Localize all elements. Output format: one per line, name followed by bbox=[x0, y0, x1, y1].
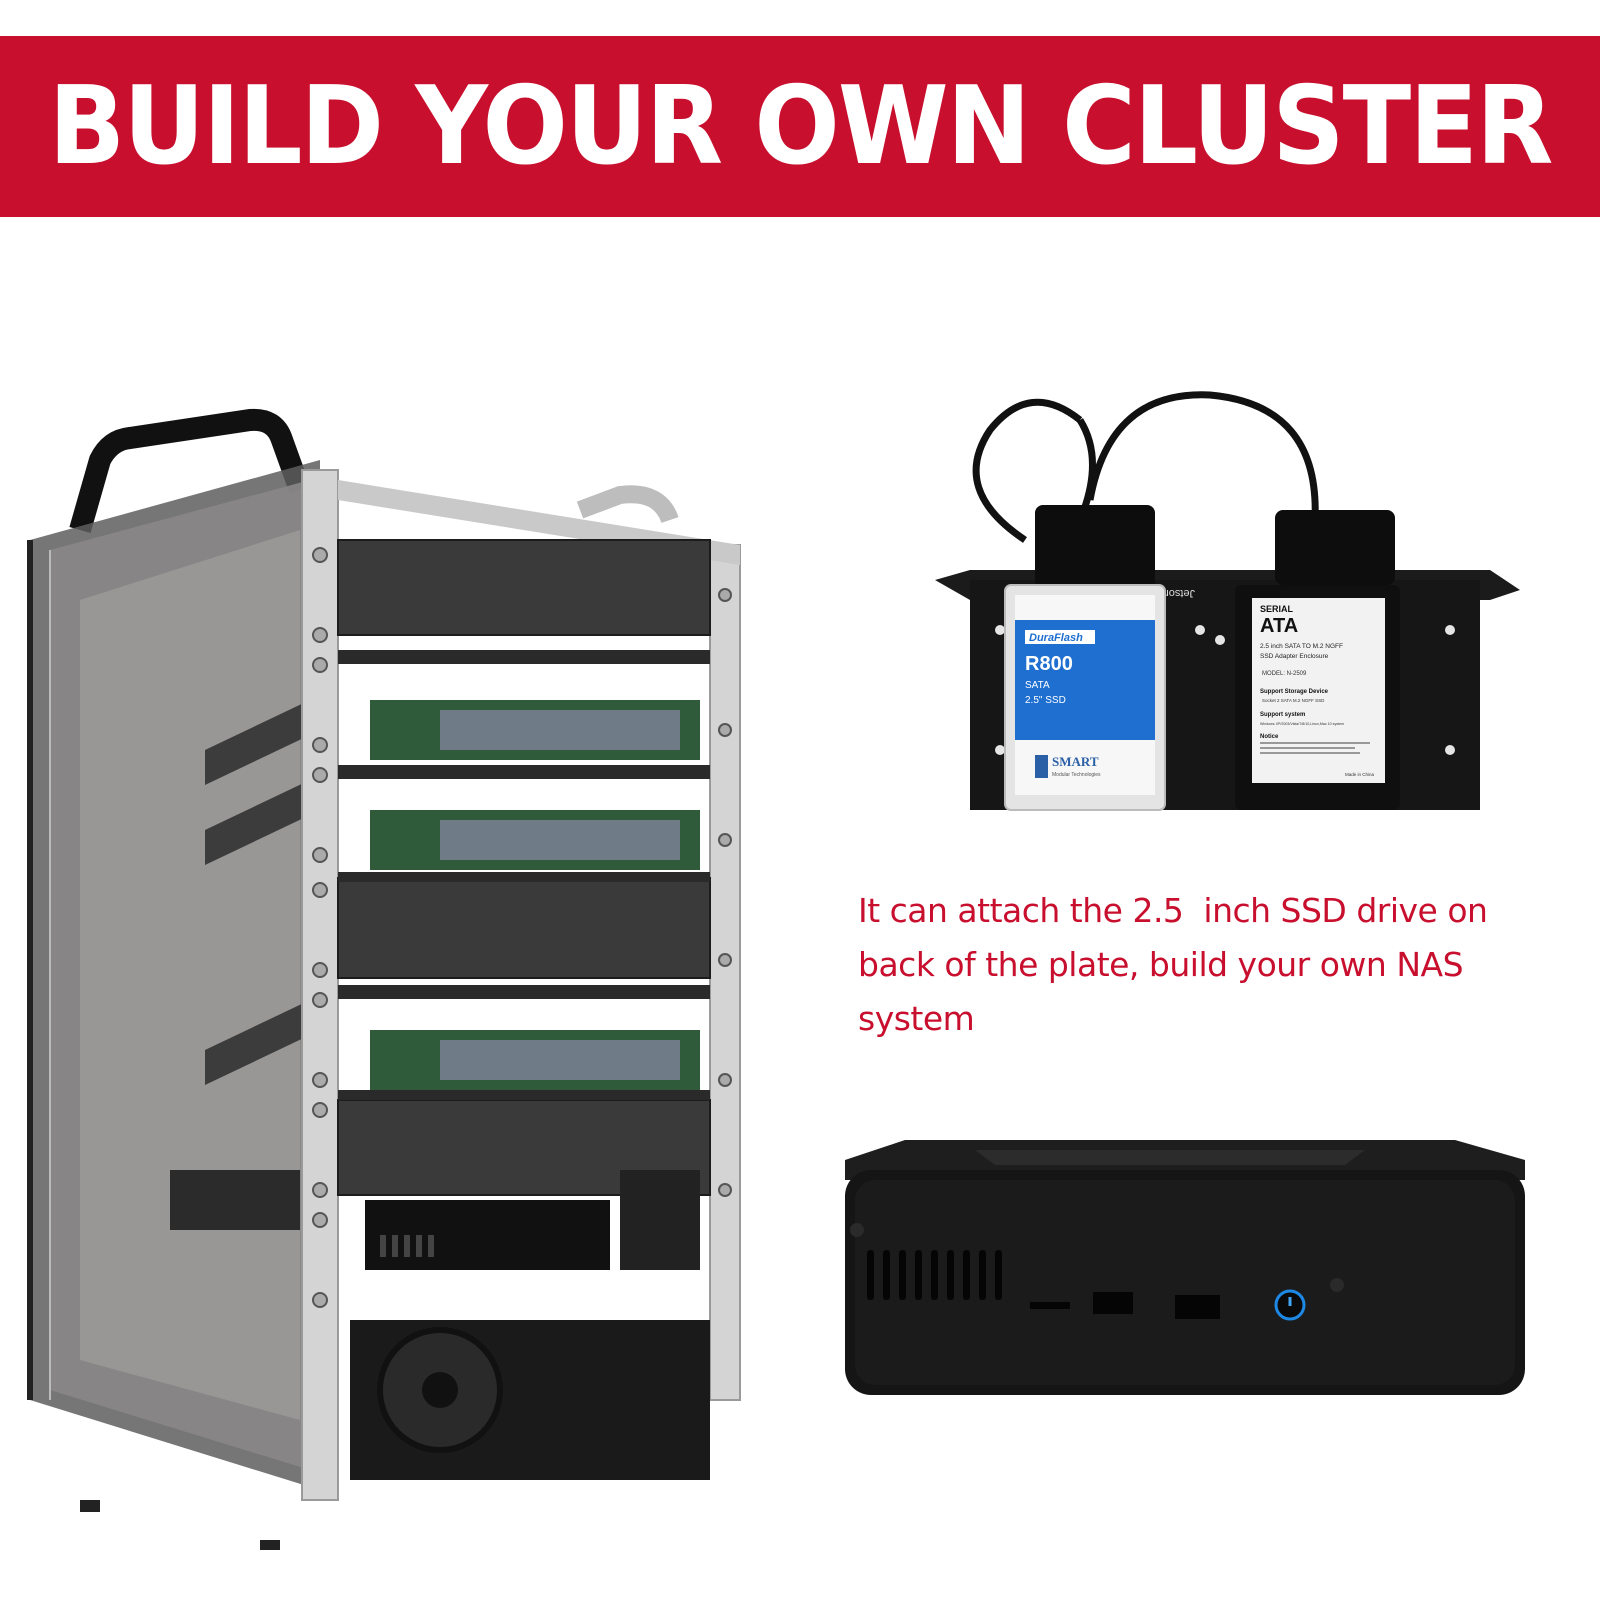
enclosure-support-system-detail: Windows XP/2003/Vista/7/8/10,Linux,Mac 1… bbox=[1260, 722, 1344, 726]
enclosure-header: SERIAL bbox=[1260, 604, 1294, 614]
ssd-maker: SMART bbox=[1052, 754, 1099, 769]
banner-title: BUILD YOUR OWN CLUSTER bbox=[48, 64, 1554, 189]
enclosure-model: MODEL: N-2509 bbox=[1262, 671, 1307, 677]
smart-logo-icon bbox=[1035, 755, 1048, 778]
usb-port bbox=[1175, 1295, 1220, 1319]
enclosure-notice: Notice bbox=[1260, 734, 1279, 740]
ssd-interface: SATA bbox=[1025, 680, 1050, 691]
enclosure-line2: SSD Adapter Enclosure bbox=[1260, 653, 1329, 660]
sd-slot bbox=[1030, 1302, 1070, 1309]
enclosure-origin: Made in China bbox=[1345, 772, 1375, 777]
ssd-plate-image: Jetson Na DuraFlash R800 SATA 2.5" SSD S… bbox=[935, 391, 1520, 811]
caption-line: back of the plate, build your own NAS bbox=[858, 945, 1464, 984]
enclosure-support-device-detail: Socket 2 SATA M.2 NGFF SSD bbox=[1262, 698, 1325, 703]
ssd-maker-sub: Modular Technologies bbox=[1052, 772, 1101, 778]
ssd-brand: DuraFlash bbox=[1029, 632, 1083, 644]
nas-caption: It can attach the 2.5 inch SSD drive on … bbox=[858, 884, 1578, 1046]
enclosure-logo: ATA bbox=[1260, 615, 1298, 637]
caption-line: It can attach the 2.5 inch SSD drive on bbox=[858, 891, 1488, 930]
title-banner: BUILD YOUR OWN CLUSTER bbox=[0, 36, 1600, 217]
caption-line: system bbox=[858, 999, 975, 1038]
enclosure-line1: 2.5 inch SATA TO M.2 NGFF bbox=[1260, 643, 1343, 650]
ssd-model: R800 bbox=[1025, 653, 1073, 675]
usb-port bbox=[1093, 1292, 1133, 1314]
cluster-case-image bbox=[27, 408, 741, 1550]
ssd-size: 2.5" SSD bbox=[1025, 695, 1066, 706]
enclosure-support-system: Support system bbox=[1260, 712, 1305, 718]
enclosure-support-device: Support Storage Device bbox=[1260, 689, 1329, 695]
mini-pc-image bbox=[845, 1140, 1525, 1395]
